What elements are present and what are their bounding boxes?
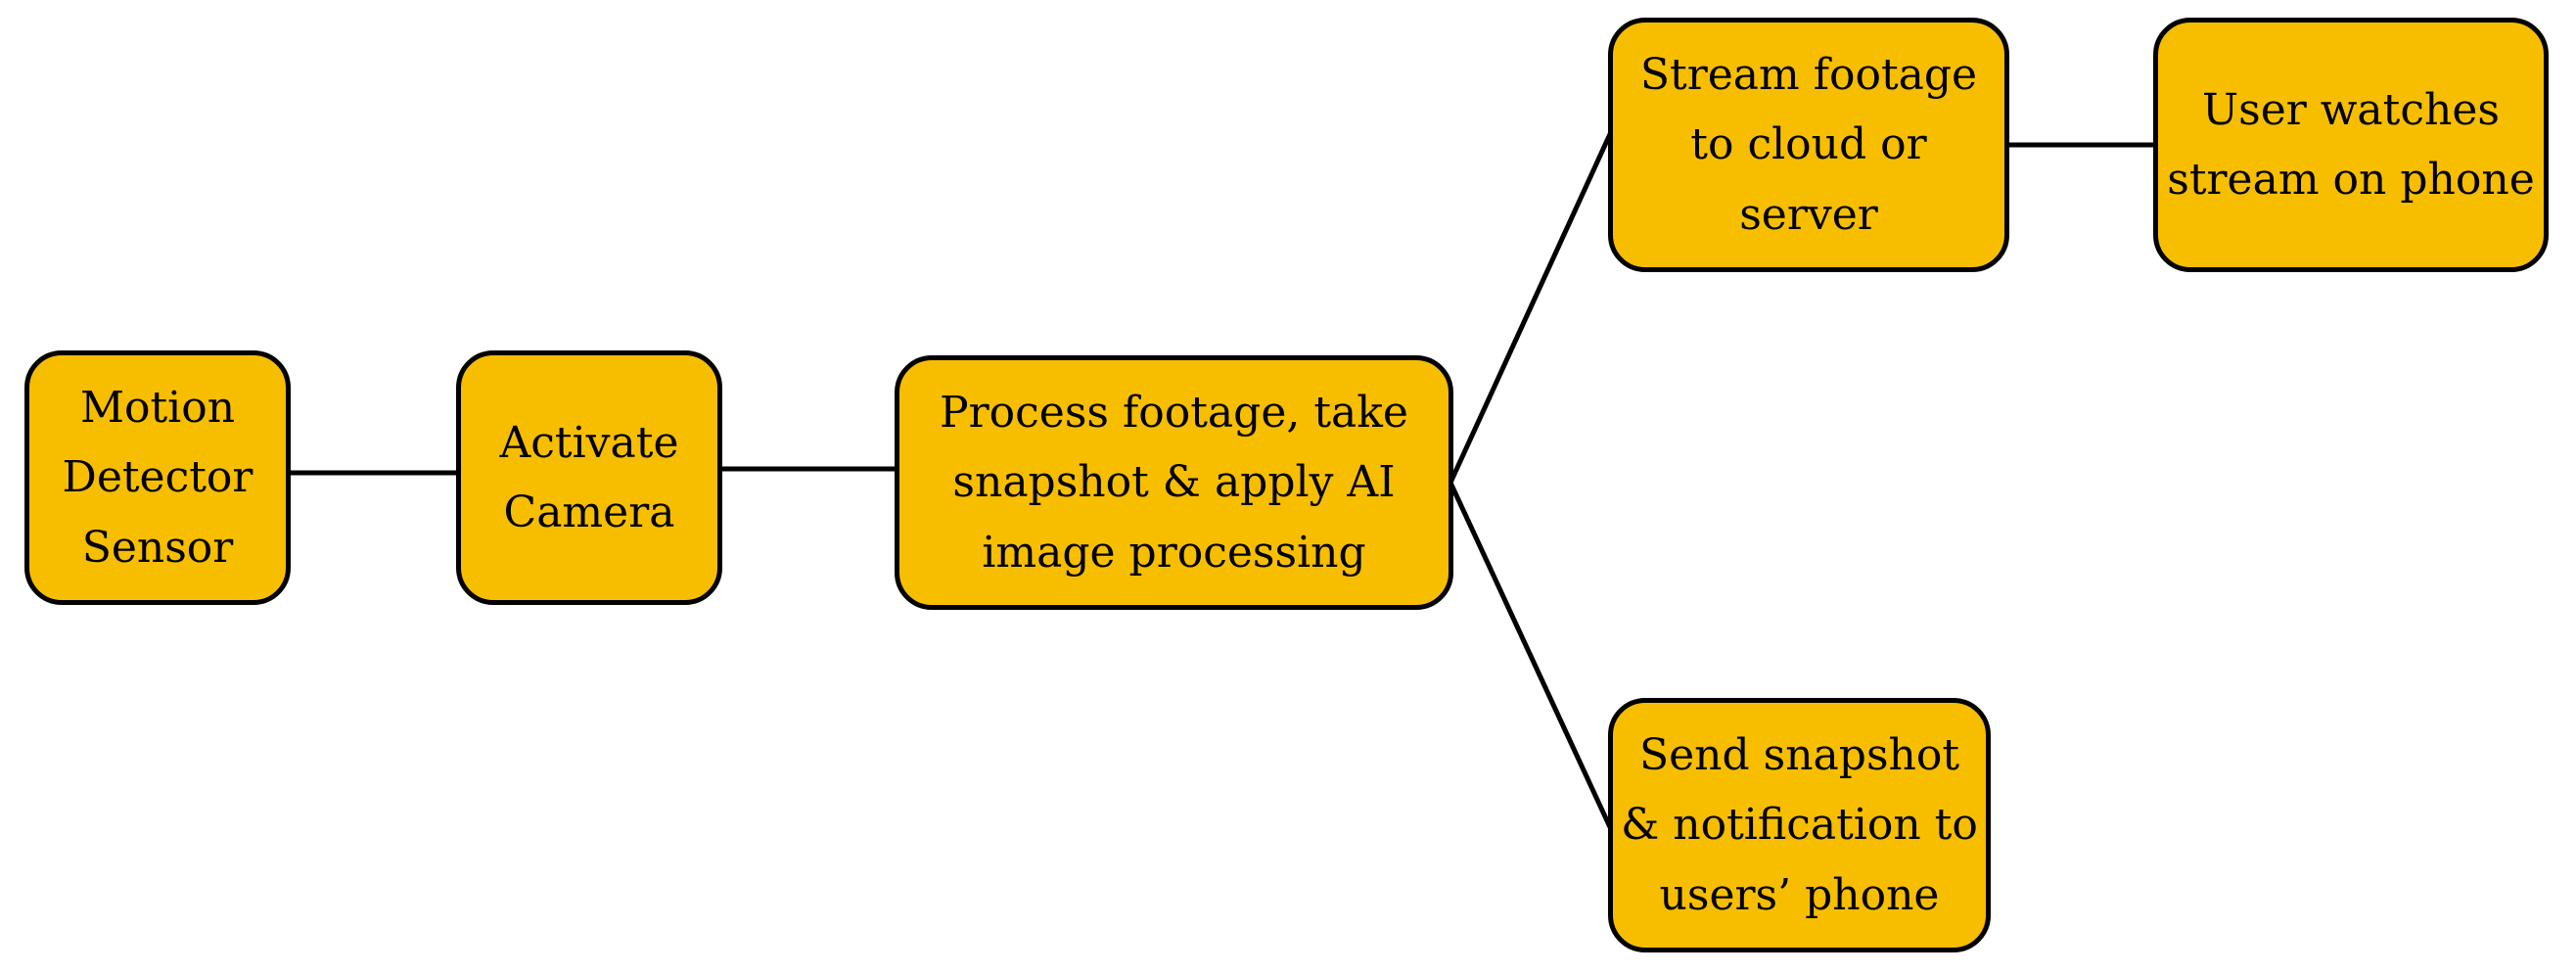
node-label: Send snapshot & notification to users’ p… xyxy=(1621,730,1978,920)
node-activate-camera: Activate Camera xyxy=(456,350,722,605)
node-send-snapshot-notification: Send snapshot & notification to users’ p… xyxy=(1608,698,1991,952)
edge-process-footage-to-send-snapshot xyxy=(1448,481,1613,829)
node-label: User watches stream on phone xyxy=(2167,84,2535,205)
node-process-footage: Process footage, take snapshot & apply A… xyxy=(895,355,1453,610)
node-label: Activate Camera xyxy=(499,417,679,537)
node-stream-footage: Stream footage to cloud or server xyxy=(1608,18,2009,272)
node-label: Process footage, take snapshot & apply A… xyxy=(940,388,1408,578)
node-motion-detector-sensor: Motion Detector Sensor xyxy=(24,350,291,605)
node-label: Motion Detector Sensor xyxy=(62,383,253,573)
node-user-watches-stream: User watches stream on phone xyxy=(2153,18,2549,272)
node-label: Stream footage to cloud or server xyxy=(1639,50,1978,240)
edge-process-footage-to-stream-footage xyxy=(1448,132,1613,485)
